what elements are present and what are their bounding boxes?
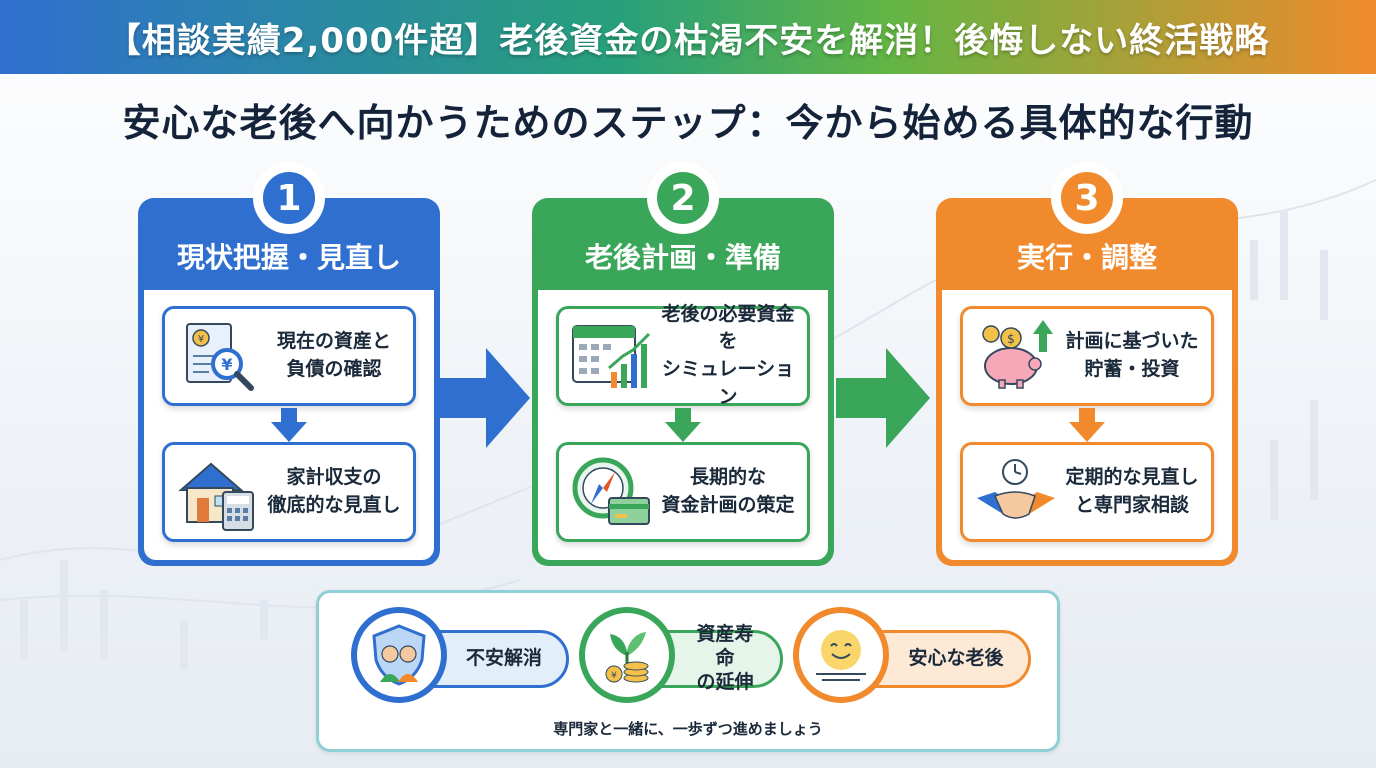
step-2-panel: 2 老後計画・準備 老後の必要資金をシミュレーション [532, 162, 834, 566]
outcome-anxiety-relief: 不安解消 [351, 607, 569, 703]
compass-card-icon [572, 457, 650, 525]
calendar-chart-icon [572, 325, 651, 388]
step-3-card-savings-investment: $ 計画に基づいた貯蓄・投資 [960, 306, 1214, 406]
plant-coins-icon: ¥ [605, 632, 649, 683]
down-arrow-icon [271, 408, 307, 442]
step-3-card-regular-review: 定期的な見直しと専門家相談 [960, 442, 1214, 542]
sunrise-smile-icon [816, 630, 866, 681]
step-2-number-badge: 2 [647, 162, 719, 234]
svg-text:¥: ¥ [221, 355, 232, 374]
step-3-title: 実行・調整 [1016, 241, 1157, 274]
down-arrow-icon [665, 408, 701, 442]
step-2-card-simulation: 老後の必要資金をシミュレーション [556, 303, 810, 408]
shield-couple-icon [372, 624, 426, 686]
document-magnifier-icon: ¥ ¥ [186, 323, 254, 391]
step-1-number-badge: 1 [253, 162, 325, 234]
outcome-asset-longevity: ¥ 資産寿命の延伸 [579, 607, 783, 703]
step-2-title: 老後計画・準備 [584, 241, 781, 274]
svg-text:¥: ¥ [611, 671, 617, 681]
summary-footer-text: 専門家と一緒に、一歩ずつ進めましょう [553, 720, 823, 738]
step-2-to-3-arrow-icon [836, 348, 930, 448]
handshake-clock-icon [977, 459, 1055, 519]
outcome-secure-retirement: 安心な老後 [793, 607, 1031, 703]
top-banner: 【相談実績2,000件超】老後資金の枯渇不安を解消！後悔しない終活戦略 [0, 0, 1376, 74]
house-calculator-icon [178, 462, 254, 531]
step-1-card-budget-review: 家計収支の徹底的な見直し [162, 442, 416, 542]
step-3-number-badge: 3 [1051, 162, 1123, 234]
svg-text:¥: ¥ [198, 334, 204, 345]
step-3-panel: 3 実行・調整 $ 計画に基づいた貯蓄・投資 [936, 162, 1238, 566]
page-subtitle: 安心な老後へ向かうためのステップ：今から始める具体的な行動 [122, 101, 1254, 145]
step-1-card-asset-check: ¥ ¥ 現在の資産と負債の確認 [162, 306, 416, 406]
piggy-bank-icon: $ [982, 320, 1053, 389]
step-2-card-long-term-plan: 長期的な資金計画の策定 [556, 442, 810, 542]
svg-text:$: $ [1007, 332, 1015, 346]
step-1-to-2-arrow-icon [436, 348, 530, 448]
banner-title: 【相談実績2,000件超】老後資金の枯渇不安を解消！後悔しない終活戦略 [106, 20, 1270, 61]
down-arrow-icon [1069, 408, 1105, 442]
step-1-panel: 1 現状把握・見直し ¥ ¥ 現在の資産と負債の確認 [138, 162, 440, 566]
outcome-summary-panel: 不安解消 ¥ 資産寿命の延伸 [316, 590, 1060, 752]
step-1-title: 現状把握・見直し [176, 241, 401, 274]
